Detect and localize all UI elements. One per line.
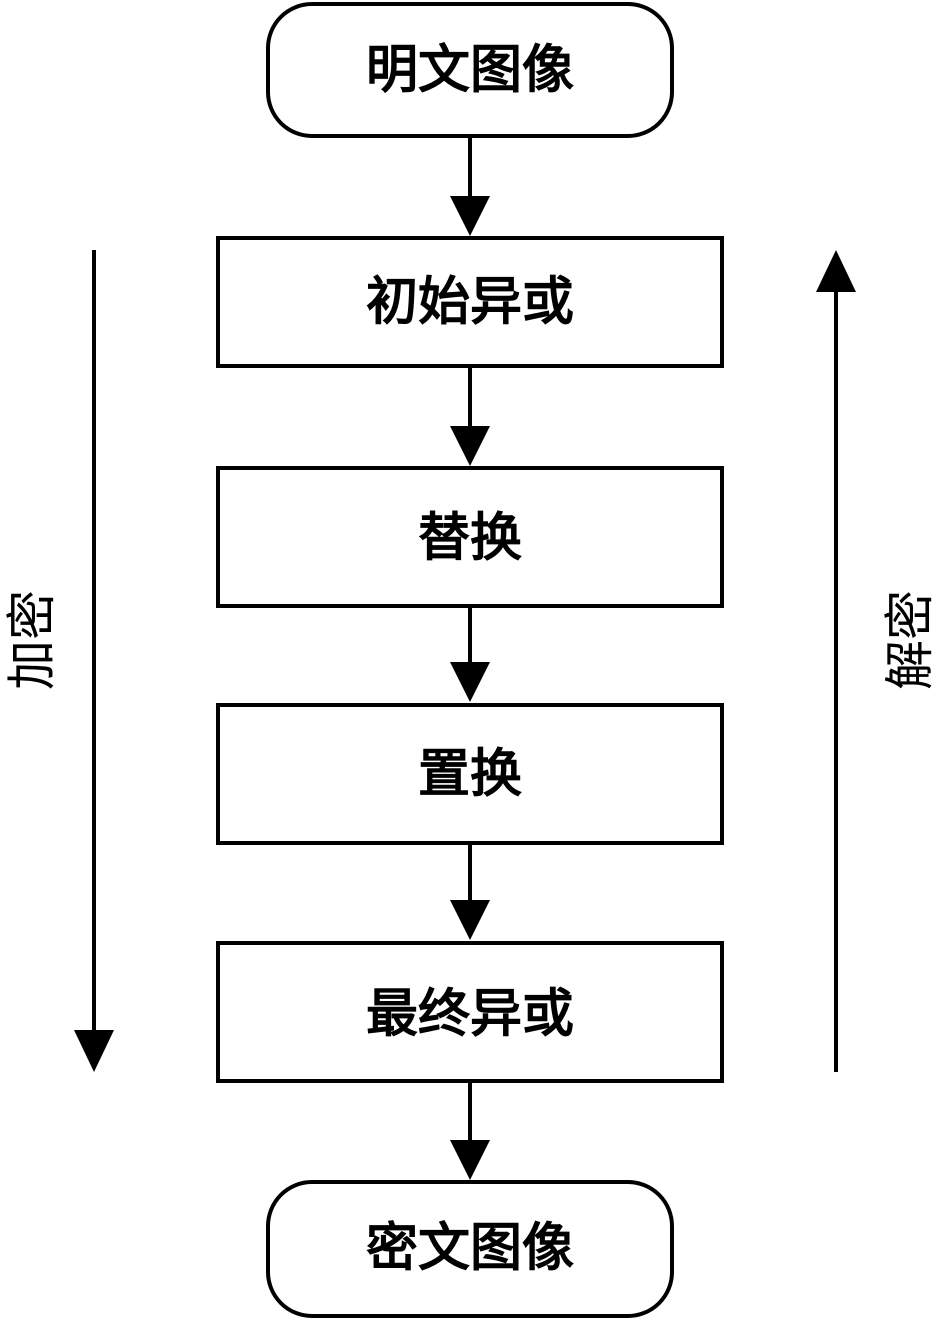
flow-arrow — [450, 136, 490, 236]
flow-arrow — [450, 843, 490, 940]
flow-arrow — [450, 366, 490, 466]
decrypt-direction-arrow — [816, 250, 856, 1072]
end-node: 密文图像 — [266, 1180, 674, 1318]
step-node-substitution: 替换 — [216, 466, 724, 608]
step-label: 替换 — [418, 508, 522, 569]
step-node-initial-xor: 初始异或 — [216, 236, 724, 368]
step-node-permutation: 置换 — [216, 703, 724, 845]
end-node-label: 密文图像 — [366, 1218, 574, 1279]
start-node-label: 明文图像 — [366, 40, 574, 101]
step-label: 置换 — [418, 744, 522, 805]
flow-arrow — [450, 606, 490, 702]
encrypt-direction-arrow — [74, 250, 114, 1072]
encrypt-label: 加密 — [3, 590, 61, 690]
step-label: 最终异或 — [366, 984, 574, 1045]
decrypt-label: 解密 — [881, 590, 939, 690]
step-node-final-xor: 最终异或 — [216, 941, 724, 1083]
step-label: 初始异或 — [366, 272, 574, 333]
start-node: 明文图像 — [266, 2, 674, 138]
flow-arrow — [450, 1081, 490, 1180]
